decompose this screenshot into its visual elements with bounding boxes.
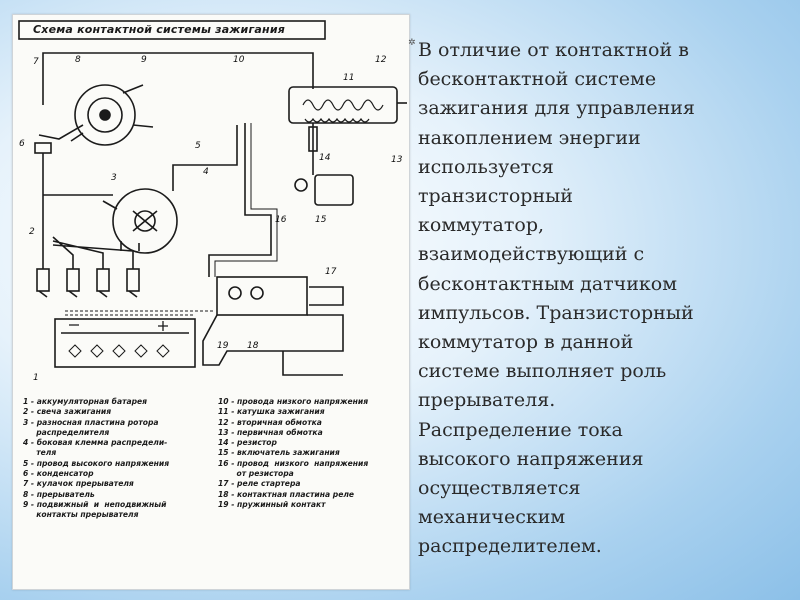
label-18: 18 [247, 341, 259, 351]
label-13: 13 [391, 155, 403, 165]
legend-item: 15 - включатель зажигания [218, 448, 340, 458]
text-line: системе выполняет роль [418, 360, 667, 383]
label-7: 7 [33, 57, 39, 67]
legend-item: теля [23, 448, 57, 458]
legend-item: 19 - пружинный контакт [218, 499, 326, 509]
text-line: коммутатор, [418, 214, 545, 237]
body-text: В отличие от контактной в бесконтактной … [418, 36, 778, 562]
label-14: 14 [319, 153, 331, 163]
label-3: 3 [111, 173, 117, 183]
diagram-title: Схема контактной системы зажигания [33, 23, 285, 36]
label-1: 1 [33, 373, 39, 383]
legend-left: 1 - аккумуляторная батарея 2 - свеча заж… [23, 397, 213, 521]
legend-item: 17 - реле стартера [218, 479, 301, 489]
text-line: высокого напряжения [418, 447, 644, 470]
label-11: 11 [343, 73, 355, 83]
legend-item: 7 - кулачок прерывателя [23, 479, 134, 489]
legend-item: от резистора [218, 469, 294, 479]
legend-item: 8 - прерыватель [23, 489, 95, 499]
text-line: зажигания для управления [418, 97, 695, 120]
text-line: коммутатор в данной [418, 331, 634, 354]
legend-item: 3 - разносная пластина ротора [23, 417, 159, 427]
legend-item: распределителя [23, 427, 110, 437]
label-4: 4 [203, 167, 209, 177]
label-17: 17 [325, 267, 337, 277]
label-16: 16 [275, 215, 287, 225]
legend-item: 4 - боковая клемма распредели- [23, 438, 168, 448]
legend-item: 18 - контактная пластина реле [218, 489, 355, 499]
text-line: В отличие от контактной в [418, 39, 689, 61]
legend-item: 5 - провод высокого напряжения [23, 458, 170, 468]
label-15: 15 [315, 215, 327, 225]
text-line: Распределение тока [418, 418, 623, 441]
label-9: 9 [141, 55, 147, 65]
label-6: 6 [19, 139, 25, 149]
legend-item: 10 - провода низкого напряжения [218, 397, 369, 406]
legend-item: 14 - резистор [218, 438, 277, 448]
text-line: осуществляется [418, 477, 581, 500]
legend-item: 12 - вторичная обмотка [218, 417, 322, 427]
legend-item: 13 - первичная обмотка [218, 427, 323, 437]
text-line: прерывателя. [418, 389, 556, 412]
text-line: распределителем. [418, 535, 602, 558]
legend-item: 11 - катушка зажигания [218, 407, 325, 417]
text-line: взаимодействующий с [418, 243, 645, 266]
legend-item: 9 - подвижный и неподвижный [23, 499, 167, 509]
bullet-icon: ✲ [408, 38, 416, 48]
text-line: бесконтактной системе [418, 68, 657, 91]
text-line: транзисторный [418, 185, 573, 208]
wiring-schematic [18, 20, 407, 376]
legend-item: 1 - аккумуляторная батарея [23, 397, 148, 406]
ignition-diagram: Схема контактной системы зажигания 7 8 9… [12, 14, 410, 590]
label-2: 2 [29, 227, 35, 237]
text-line: используется [418, 155, 554, 178]
text-line: импульсов. Транзисторный [418, 301, 694, 324]
label-19: 19 [217, 341, 229, 351]
legend-item: 16 - провод низкого напряжения [218, 458, 369, 468]
text-line: бесконтактным датчиком [418, 272, 677, 295]
label-8: 8 [75, 55, 81, 65]
legend-item: 6 - конденсатор [23, 469, 94, 479]
legend-right: 10 - провода низкого напряжения 11 - кат… [218, 397, 403, 510]
label-5: 5 [195, 141, 201, 151]
label-12: 12 [375, 55, 387, 65]
text-line: механическим [418, 506, 566, 529]
text-line: накоплением энергии [418, 126, 641, 149]
label-10: 10 [233, 55, 245, 65]
legend-item: контакты прерывателя [23, 510, 139, 520]
legend-item: 2 - свеча зажигания [23, 407, 112, 417]
